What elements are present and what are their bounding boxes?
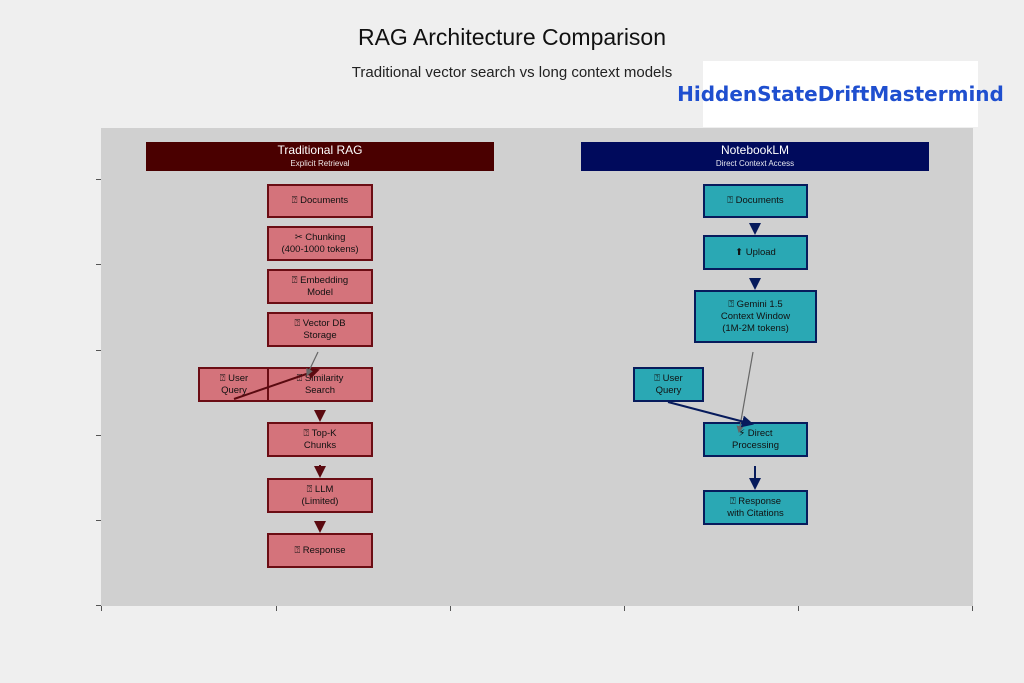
arrow-query-to-direct — [667, 401, 754, 428]
arrow-gemini-to-direct — [736, 351, 754, 434]
chart-subtitle: Traditional vector search vs long contex… — [351, 64, 673, 81]
right-upload-node: ⬆ Upload — [703, 235, 808, 270]
axis-tick — [450, 606, 451, 611]
right-documents-node: ⍰ Documents — [703, 184, 808, 218]
left-embedding-node: ⍰ Embedding Model — [267, 269, 373, 304]
axis-tick — [96, 264, 101, 265]
right-gemini-node: ⍰ Gemini 1.5 Context Window (1M-2M token… — [694, 290, 817, 343]
left-topk-node: ⍰ Top-K Chunks — [267, 422, 373, 457]
axis-tick — [96, 350, 101, 351]
left-vectordb-node: ⍰ Vector DB Storage — [267, 312, 373, 347]
traditional-rag-subtitle: Explicit Retrieval — [290, 159, 350, 168]
watermark: HiddenStateDriftMastermind — [677, 61, 1004, 127]
axis-tick — [101, 606, 102, 611]
axis-tick — [96, 435, 101, 436]
left-response-node: ⍰ Response — [267, 533, 373, 568]
right-user-query-node: ⍰ User Query — [633, 367, 704, 402]
left-documents-node: ⍰ Documents — [267, 184, 373, 218]
axis-tick — [276, 606, 277, 611]
left-chunking-node: ✂ Chunking (400-1000 tokens) — [267, 226, 373, 261]
axis-tick — [798, 606, 799, 611]
traditional-rag-title: Traditional RAG — [277, 143, 363, 157]
axis-tick — [96, 179, 101, 180]
left-similarity-node: ⍰ Similarity Search — [267, 367, 373, 402]
axis-tick — [624, 606, 625, 611]
notebooklm-header: NotebookLM Direct Context Access — [581, 142, 929, 171]
notebooklm-subtitle: Direct Context Access — [715, 159, 795, 168]
left-user-query-node: ⍰ User Query — [198, 367, 270, 402]
right-response-node: ⍰ Response with Citations — [703, 490, 808, 525]
axis-tick — [96, 520, 101, 521]
watermark-text: HiddenStateDriftMastermind — [677, 82, 1004, 106]
right-direct-processing-node: ⚡ Direct Processing — [703, 422, 808, 457]
arrow-vectordb-to-similarity — [306, 351, 319, 377]
left-llm-node: ⍰ LLM (Limited) — [267, 478, 373, 513]
axis-tick — [972, 606, 973, 611]
notebooklm-title: NotebookLM — [720, 143, 790, 157]
axis-tick — [96, 605, 101, 606]
arrow-query-to-similarity — [233, 367, 320, 400]
traditional-rag-header: Traditional RAG Explicit Retrieval — [146, 142, 494, 171]
chart-title: RAG Architecture Comparison — [357, 24, 667, 50]
